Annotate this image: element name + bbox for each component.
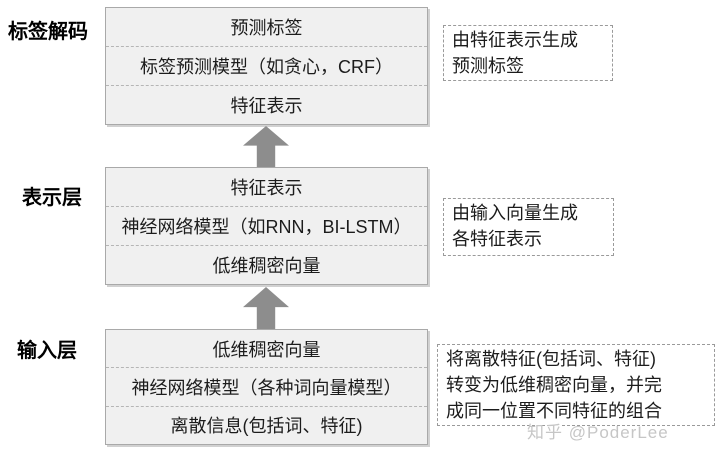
input-note-line: 将离散特征(包括词、特征) — [446, 349, 656, 369]
decode-note-line: 预测标签 — [452, 56, 524, 76]
repr-row-model: 神经网络模型（如RNN，BI-LSTM） — [106, 207, 427, 246]
repr-row-input: 低维稠密向量 — [212, 256, 321, 276]
layer-label-representation: 表示层 — [22, 187, 82, 209]
repr-note-line: 由输入向量生成 — [452, 203, 578, 223]
decode-row-model: 标签预测模型（如贪心，CRF） — [106, 47, 427, 86]
representation-layer-box: 特征表示 神经网络模型（如RNN，BI-LSTM） 低维稠密向量 — [105, 167, 428, 285]
up-arrow-icon — [243, 287, 289, 329]
decode-row-output: 预测标签 — [106, 8, 427, 47]
layer-label-input: 输入层 — [17, 340, 77, 362]
layer-label-decode: 标签解码 — [8, 21, 88, 43]
input-row-source: 离散信息(包括词、特征) — [170, 416, 363, 437]
decode-layer-box: 预测标签 标签预测模型（如贪心，CRF） 特征表示 — [105, 7, 428, 125]
input-row-output: 低维稠密向量 — [106, 330, 427, 369]
input-row-model: 神经网络模型（各种词向量模型） — [106, 368, 427, 407]
zhihu-watermark: 知乎 @PoderLee — [527, 423, 669, 442]
input-note-line: 转变为低维稠密向量，并完 — [446, 375, 662, 395]
repr-row-output: 特征表示 — [106, 168, 427, 207]
decode-note-line: 由特征表示生成 — [452, 30, 578, 50]
input-note-box: 将离散特征(包括词、特征) 转变为低维稠密向量，并完 成同一位置不同特征的组合 — [437, 344, 715, 426]
representation-note-box: 由输入向量生成 各特征表示 — [443, 198, 614, 256]
decode-row-input: 特征表示 — [230, 96, 303, 116]
repr-note-line: 各特征表示 — [452, 229, 542, 249]
input-layer-box: 低维稠密向量 神经网络模型（各种词向量模型） 离散信息(包括词、特征) — [105, 329, 428, 445]
up-arrow-icon — [243, 126, 289, 167]
decode-note-box: 由特征表示生成 预测标签 — [443, 25, 613, 81]
input-note-line: 成同一位置不同特征的组合 — [446, 401, 662, 421]
